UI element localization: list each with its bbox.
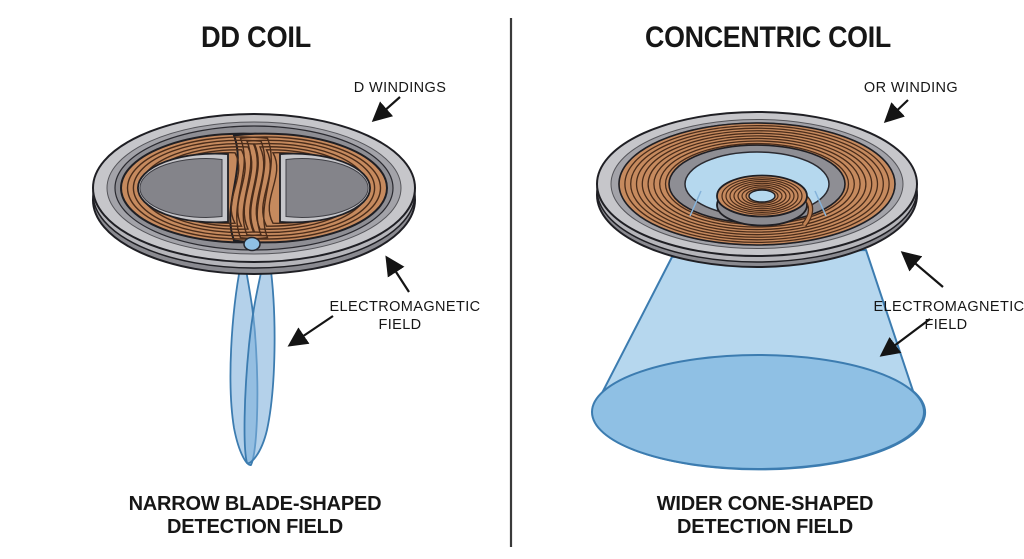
winding-stripe [140,144,258,233]
winding-stripe [741,186,783,206]
winding-stripe [648,136,866,232]
inner-spiral-center-opening [748,189,776,203]
d-windings-arrow [371,96,401,122]
concentric-caption-line2: DETECTION FIELD [677,516,853,538]
winding-stripe [133,140,264,235]
dd-coil [92,113,416,275]
winding-stripe [729,180,795,212]
winding-stripe [660,141,855,227]
dd-panel: DD COIL D WINDINGS ELECTROMAGNETIC FIELD… [92,21,480,538]
winding-stripe [128,137,272,239]
concentric-panel: CONCENTRIC COIL OR WINDING ELECTROMAGNET… [591,21,1024,538]
winding-stripe [721,177,803,215]
or-winding-ring [619,123,895,245]
winding-stripe [745,188,779,204]
concentric-title: CONCENTRIC COIL [645,21,891,54]
dd-field-arrow-to-blade [287,315,334,347]
blade-petal-right [243,262,276,465]
concentric-coil [596,111,918,268]
concentric-field-label-line1: ELECTROMAGNETIC [873,299,1024,315]
inner-spiral-winding [716,174,814,227]
cone-edge-through-opening-left [689,190,702,217]
cone-field-shape [591,249,927,471]
inner-spiral-stripes [721,177,803,215]
d-island-left-inner [140,159,222,218]
dd-field-label-line2: FIELD [378,317,421,333]
winding-stripe [733,182,791,210]
d-windings-label: D WINDINGS [354,80,447,96]
blade-field-shape [229,262,276,466]
winding-stripe [654,138,860,229]
dd-cable-connector [243,236,261,252]
winding-stripe [631,128,884,240]
dd-caption-line2: DETECTION FIELD [167,516,343,538]
winding-stripe [250,144,368,233]
concentric-field-arrow-to-cone [879,318,931,357]
winding-stripe [642,133,871,234]
or-winding-band [619,123,895,245]
or-winding-arrow [883,99,909,124]
dd-field-arrow-to-coil [385,255,410,293]
dd-caption-line1: NARROW BLADE-SHAPED [129,493,382,515]
winding-stripe [637,131,878,238]
cone-edge-through-opening-right [814,190,827,217]
winding-stripe [625,126,889,243]
dd-title: DD COIL [201,21,311,54]
or-winding-outer-edge [619,123,895,245]
or-winding-label: OR WINDING [864,80,958,96]
concentric-field-arrow-to-coil [900,251,944,288]
dd-windings [121,134,387,243]
cone-bottom-ellipse [591,354,925,470]
winding-stripe [725,179,799,213]
d-island-right-inner [286,159,368,218]
concentric-caption-line1: WIDER CONE-SHAPED [657,493,874,515]
dd-field-label-line1: ELECTROMAGNETIC [329,299,480,315]
winding-stripe [243,140,374,235]
winding-stripe [737,184,787,208]
concentric-field-label-line2: FIELD [924,317,967,333]
